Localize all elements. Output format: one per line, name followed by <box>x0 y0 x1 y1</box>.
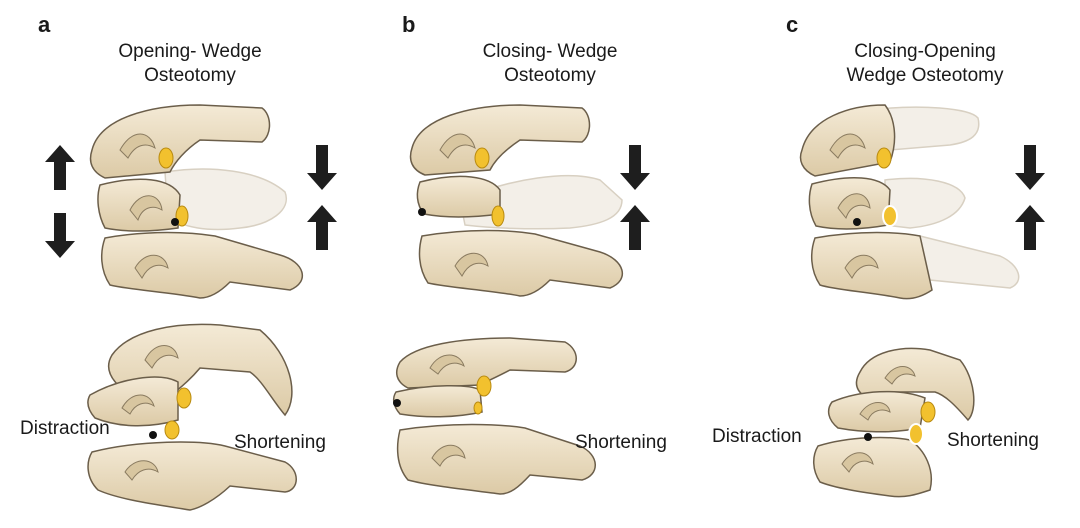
arrow-down-icon <box>1015 145 1045 190</box>
vertebra-upper-corrected <box>395 337 577 389</box>
vertebra-lower-corrected <box>813 436 932 498</box>
title-line-2: Osteotomy <box>504 65 596 86</box>
vertebra-middle <box>416 175 501 218</box>
ghost-vertebra <box>884 177 966 229</box>
arrow-down-icon <box>307 145 337 190</box>
panel-title-b: Closing- Wedge Osteotomy <box>440 40 660 88</box>
title-line-1: Closing-Opening <box>854 41 996 62</box>
label-distraction: Distraction <box>712 426 802 447</box>
vertebra-lower <box>100 231 304 299</box>
opening-wedge-illustration <box>45 104 337 511</box>
panel-closing-wedge: b Closing- Wedge Osteotomy Shortening <box>360 0 720 528</box>
vertebra-upper <box>89 104 271 179</box>
facet-joint <box>164 420 180 440</box>
panel-letter-c: c <box>786 12 799 37</box>
vertebra-lower-corrected <box>87 441 297 511</box>
closing-wedge-illustration <box>392 104 650 495</box>
label-shortening: Shortening <box>947 430 1039 451</box>
arrow-up-icon <box>45 145 75 190</box>
pivot-point <box>171 218 179 226</box>
pivot-point <box>864 433 872 441</box>
vertebra-lower <box>418 229 624 297</box>
label-shortening: Shortening <box>575 432 667 453</box>
vertebra-lower-corrected <box>396 423 596 495</box>
pivot-point <box>418 208 426 216</box>
arrow-up-icon <box>1015 205 1045 250</box>
title-line-1: Opening- Wedge <box>118 41 262 62</box>
arrow-up-icon <box>620 205 650 250</box>
panel-letter-b: b <box>402 12 416 37</box>
panel-letter-a: a <box>38 12 51 37</box>
facet-joint <box>474 147 490 169</box>
ghost-vertebra <box>164 168 288 231</box>
facet-joint <box>491 205 505 227</box>
panel-title-a: Opening- Wedge Osteotomy <box>80 40 300 88</box>
arrow-down-icon <box>45 213 75 258</box>
title-line-1: Closing- Wedge <box>482 41 618 62</box>
pivot-point <box>853 218 861 226</box>
label-shortening: Shortening <box>234 432 326 453</box>
facet-joint <box>175 205 189 227</box>
ghost-vertebra <box>868 106 980 151</box>
vertebra-middle-corrected <box>392 385 483 418</box>
facet-joint <box>473 401 483 415</box>
facet-joint <box>876 147 892 169</box>
pivot-point <box>393 399 401 407</box>
facet-joint <box>920 401 936 423</box>
vertebra-middle-corrected <box>827 390 926 433</box>
title-line-2: Wedge Osteotomy <box>846 65 1004 86</box>
panel-closing-opening-wedge: c Closing-Opening Wedge Osteotomy Distra… <box>712 0 1080 528</box>
panel-opening-wedge: a Opening- Wedge Osteotomy <box>0 0 360 528</box>
ghost-vertebra <box>918 234 1020 289</box>
label-distraction: Distraction <box>20 418 110 439</box>
arrow-down-icon <box>620 145 650 190</box>
facet-joint <box>908 423 924 445</box>
arrow-up-icon <box>307 205 337 250</box>
closing-opening-wedge-illustration <box>799 104 1045 498</box>
panel-title-c: Closing-Opening Wedge Osteotomy <box>815 40 1035 88</box>
facet-joint <box>158 147 174 169</box>
facet-joint <box>882 205 898 227</box>
facet-joint <box>476 375 492 397</box>
vertebra-upper <box>409 104 591 176</box>
facet-joint <box>176 387 192 409</box>
title-line-2: Osteotomy <box>144 65 236 86</box>
pivot-point <box>149 431 157 439</box>
